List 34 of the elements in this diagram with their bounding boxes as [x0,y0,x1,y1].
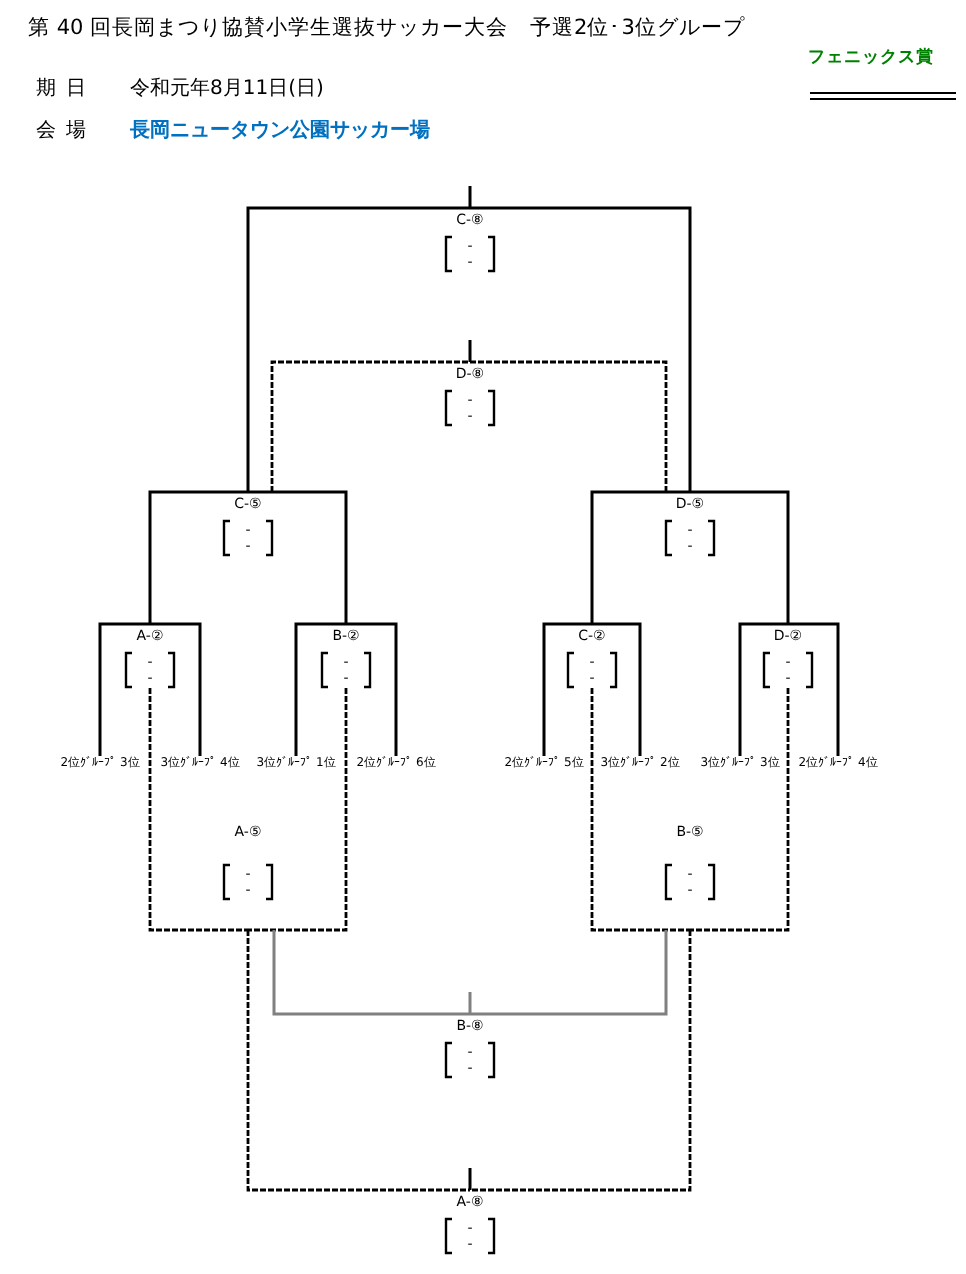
bracket-line [346,622,398,756]
award-name: フェニックス賞 [808,46,934,70]
bracket-line [272,930,470,1016]
bracket-line [248,688,348,932]
field-label: 会 場 [36,118,89,144]
bracket-line [246,930,470,1192]
bracket-line [542,622,592,756]
bracket-line [592,622,642,756]
bracket-line [248,490,348,624]
title: 第 40 回長岡まつり協賛小学生選抜サッカー大会 予選2位･3位グループ [28,14,745,42]
venue-text: 長岡ニュータウン公園サッカー場 [130,117,430,144]
date-text: 令和元年8月11日(日) [130,75,324,102]
bracket-line [270,360,470,492]
bracket-line [738,622,788,756]
bracket-line [468,340,472,362]
bracket-line [470,930,692,1192]
bracket-line [470,206,692,492]
bracket-line [468,186,472,208]
bracket-line [470,360,668,492]
bracket-line [148,490,248,624]
bracket-line [150,622,202,756]
field-label: 期 日 [36,75,89,102]
bracket-line [788,622,840,756]
bracket-line [294,622,346,756]
bracket-line [468,1168,472,1190]
bracket-line [246,206,470,492]
bracket-line [98,622,150,756]
bracket-line [590,688,690,932]
bracket-line [148,688,248,932]
bracket-line [590,490,690,624]
bracket-line [468,992,472,1014]
bracket-line [690,490,790,624]
bracket-line [470,930,668,1016]
bracket-line [690,688,790,932]
